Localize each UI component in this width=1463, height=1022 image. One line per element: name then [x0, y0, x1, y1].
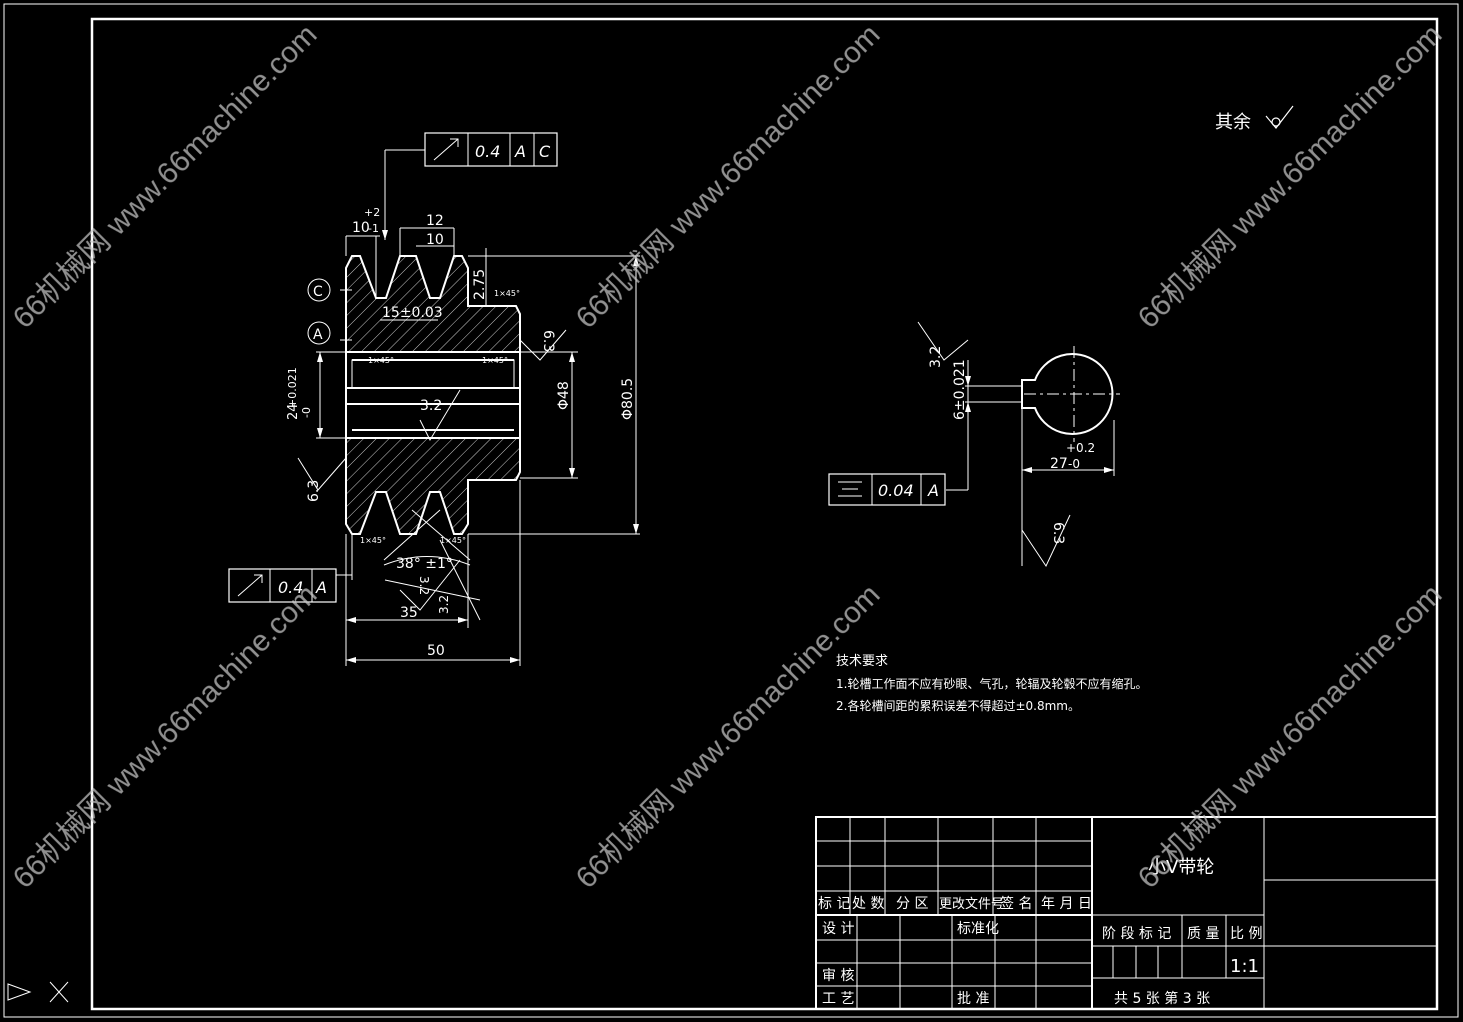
drawing-border — [90, 17, 1439, 1011]
symmetry-frame: 0.04 A — [828, 473, 946, 506]
part-name: 小V带轮 — [1148, 857, 1214, 878]
dim-chamfer-1: 1×45° — [494, 289, 520, 298]
dim-bore-tol-low: -0 — [300, 407, 313, 418]
dim-keyway-width: 6±0.021 — [952, 359, 968, 420]
center-lines — [1024, 346, 1120, 442]
dim-rough-32-bore: 3.2 — [420, 398, 442, 414]
tech-item-1: 1.轮槽工作面不应有砂眼、气孔，轮辐及轮毂不应有缩孔。 — [836, 676, 1147, 691]
runout-top-datum1: A — [514, 142, 526, 161]
dim-hub-dia: Φ48 — [556, 381, 572, 410]
label-design: 设 计 — [822, 921, 854, 937]
runout-frame-bottom: 0.4 A — [228, 568, 337, 603]
bore-lines — [345, 351, 521, 439]
dim-keyway-depth-up: +0.2 — [1066, 441, 1095, 455]
watermark: 66机械网 www.66machine.com — [7, 18, 324, 335]
datum-a-marker: A — [307, 321, 331, 345]
arrowheads — [317, 230, 639, 663]
label-scale: 比 例 — [1230, 926, 1262, 942]
title-block-texts: 小V带轮 标 记 处 数 分 区 更改文件号 签 名 年 月 日 设 计 标准化… — [818, 857, 1262, 1007]
header-change-doc: 更改文件号 — [939, 897, 1004, 912]
dim-pitch-10: 10 — [426, 232, 444, 248]
watermarks: 66机械网 www.66machine.com 66机械网 www.66mach… — [7, 18, 1449, 895]
roughness-note: 其余 — [1215, 105, 1294, 133]
dim-chamfer-5: 1×45° — [440, 536, 466, 545]
watermark: 66机械网 www.66machine.com — [570, 578, 887, 895]
right-dimension-lines — [917, 321, 1115, 568]
dim-chamfer-3: 1×45° — [482, 356, 508, 365]
header-count: 处 数 — [852, 896, 884, 912]
section-lower — [345, 437, 521, 535]
keyway-view: 3.2 6±0.021 27 +0.2 -0 6.3 — [917, 321, 1120, 568]
roughness-symbol-icon — [1265, 105, 1294, 129]
svg-text:A: A — [313, 327, 323, 343]
pulley-section — [345, 255, 521, 535]
symmetry-icon — [838, 481, 862, 497]
datum-c-marker: C — [307, 278, 331, 302]
symmetry-value: 0.04 — [878, 481, 914, 500]
section-upper — [345, 255, 521, 353]
outer-frame — [3, 3, 1459, 1018]
keyway-slot — [351, 359, 515, 389]
dim-groove-width-sub: -1 — [368, 222, 379, 235]
dim-depth: 2.75 — [472, 269, 488, 300]
tech-requirements: 技术要求 1.轮槽工作面不应有砂眼、气孔，轮辐及轮毂不应有缩孔。 2.各轮槽间距… — [836, 654, 1147, 713]
dim-rough-63-right: 6.3 — [540, 330, 556, 352]
label-stage-mark: 阶 段 标 记 — [1102, 926, 1171, 942]
dim-groove-width: 10 — [352, 220, 370, 236]
runout-top-datum2: C — [539, 142, 551, 161]
dim-rough-32-a: 3.2 — [417, 576, 431, 595]
scale-value: 1:1 — [1230, 956, 1259, 977]
dim-width-35: 35 — [400, 605, 418, 621]
dim-rough-63-left: 6.3 — [306, 480, 322, 502]
dim-width-50: 50 — [427, 643, 445, 659]
dim-keyway-depth-low: -0 — [1068, 457, 1080, 471]
header-mark: 标 记 — [818, 896, 850, 912]
header-signature: 签 名 — [1000, 895, 1032, 912]
runout-bottom-datum: A — [315, 578, 327, 597]
dim-chamfer-2: 1×45° — [368, 356, 394, 365]
label-standardization: 标准化 — [957, 921, 999, 937]
dim-outer-dia: Φ80.5 — [620, 378, 636, 420]
left-dimension-lines — [297, 149, 640, 666]
header-date: 年 月 日 — [1041, 896, 1092, 912]
runout-frame-top: 0.4 A C — [424, 132, 558, 167]
dim-groove-pitch: 15±0.03 — [382, 305, 443, 321]
label-approve: 批 准 — [957, 991, 989, 1007]
ucs-icon — [7, 981, 69, 1003]
dim-pitch-12: 12 — [426, 213, 444, 229]
header-zone: 分 区 — [896, 896, 928, 912]
dim-keyway-depth: 27 — [1050, 456, 1068, 472]
runout-top-value: 0.4 — [475, 142, 500, 161]
watermark: 66机械网 www.66machine.com — [1132, 578, 1449, 895]
left-dimension-texts: 10 +2 -1 12 10 15±0.03 2.75 1×45° 1×45° … — [286, 206, 636, 659]
runout-arrow-icon — [433, 138, 459, 161]
label-process: 工 艺 — [822, 991, 854, 1007]
watermark: 66机械网 www.66machine.com — [1132, 18, 1449, 335]
watermark: 66机械网 www.66machine.com — [7, 578, 324, 895]
dim-groove-angle: 38° ±1° — [396, 556, 453, 572]
dim-rough-63-keyway: 6.3 — [1050, 522, 1066, 544]
dim-groove-width-sup: +2 — [364, 206, 380, 219]
dim-bore-tol-up: +0.021 — [286, 367, 299, 408]
sheets-info: 共 5 张 第 3 张 — [1114, 990, 1210, 1007]
dim-rough-32-keyway: 3.2 — [928, 346, 944, 368]
tech-item-2: 2.各轮槽间距的累积误差不得超过±0.8mm。 — [836, 698, 1080, 713]
dim-bore: 24 — [286, 403, 301, 420]
label-mass: 质 量 — [1187, 926, 1219, 942]
label-review: 审 核 — [822, 968, 854, 984]
runout-bottom-value: 0.4 — [278, 578, 303, 597]
tech-title: 技术要求 — [836, 654, 888, 669]
roughness-note-label: 其余 — [1215, 112, 1251, 133]
watermark: 66机械网 www.66machine.com — [570, 18, 887, 335]
symmetry-datum: A — [927, 481, 939, 500]
right-arrowheads — [965, 376, 1114, 473]
title-block — [815, 816, 1438, 1010]
svg-text:C: C — [313, 284, 323, 300]
dim-chamfer-4: 1×45° — [360, 536, 386, 545]
runout-arrow-icon — [237, 574, 263, 597]
dim-rough-32-b: 3.2 — [437, 595, 451, 614]
